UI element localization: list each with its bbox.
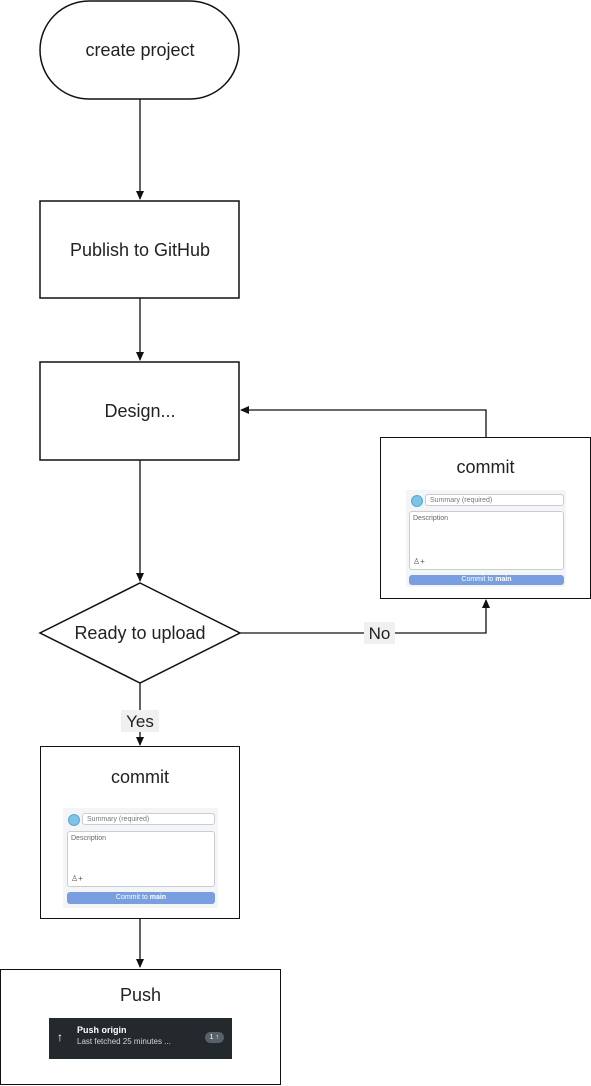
avatar	[411, 495, 423, 507]
description-placeholder: Description	[413, 515, 449, 522]
avatar	[68, 814, 80, 826]
commit-button-prefix: Commit to	[115, 894, 150, 901]
commit-widget: Summary (required) Description ♙+ Commit…	[63, 808, 218, 908]
commit-button-branch: main	[495, 576, 512, 583]
edge-decision-commit-loop	[240, 599, 490, 634]
edge-label-no-bg	[364, 622, 395, 644]
commit-button[interactable]: Commit to main	[409, 575, 564, 585]
push-count-badge: 1 ↑	[204, 1032, 224, 1043]
push-title: Push origin	[77, 1025, 127, 1035]
publish-node	[39, 200, 240, 299]
commit-button[interactable]: Commit to main	[67, 892, 215, 904]
design-node-label: Design...	[104, 401, 175, 421]
arrow-up-icon: ↑	[57, 1030, 63, 1044]
commit-widget: Summary (required) Description ♙+ Commit…	[406, 490, 566, 587]
description-field[interactable]: Description ♙+	[67, 831, 215, 887]
commit-button-branch: main	[149, 894, 167, 901]
person-plus-icon[interactable]: ♙+	[71, 874, 83, 883]
push-node-label: Push	[119, 985, 162, 1005]
person-plus-icon[interactable]: ♙+	[413, 557, 425, 566]
push-node: Push ↑ Push origin Last fetched 25 minut…	[0, 969, 281, 1085]
design-node	[39, 361, 240, 461]
edge-commit-loop-design	[240, 406, 487, 437]
publish-node-label: Publish to GitHub	[70, 240, 210, 260]
commit-main-node-label: commit	[111, 767, 169, 787]
description-placeholder: Description	[71, 835, 107, 842]
commit-loop-node-label: commit	[456, 457, 515, 477]
commit-loop-node: commit Summary (required) Description ♙+…	[380, 437, 591, 599]
edge-label-no: No	[369, 624, 391, 643]
start-node-label: create project	[85, 40, 194, 60]
push-subtitle: Last fetched 25 minutes ...	[77, 1037, 171, 1046]
commit-main-node: commit Summary (required) Description ♙+…	[40, 746, 240, 919]
decision-node-label: Ready to upload	[74, 623, 205, 643]
summary-input[interactable]: Summary (required)	[425, 494, 564, 506]
edge-label-yes-bg	[121, 710, 159, 732]
commit-button-prefix: Commit to	[461, 576, 496, 583]
summary-input[interactable]: Summary (required)	[82, 813, 215, 825]
edge-label-yes: Yes	[126, 712, 154, 731]
push-origin-button[interactable]: ↑ Push origin Last fetched 25 minutes ..…	[49, 1018, 232, 1059]
description-field[interactable]: Description ♙+	[409, 511, 564, 570]
